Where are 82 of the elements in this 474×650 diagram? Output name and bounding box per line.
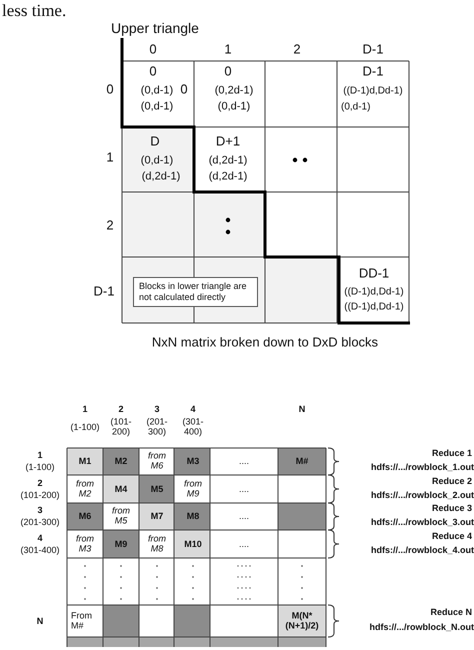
output-path: hdfs://.../rowblock_2.out bbox=[370, 490, 474, 500]
row-header: 1 bbox=[36, 450, 44, 460]
range-text: ((D-1)d,Dd-1) bbox=[343, 301, 405, 313]
row-header: 2 bbox=[36, 478, 44, 488]
cell-text: M8 bbox=[186, 510, 200, 522]
row-header: 4 bbox=[36, 532, 44, 544]
column-range: (301-400) bbox=[181, 416, 204, 438]
cell-text: from M5 bbox=[111, 506, 131, 526]
column-header: D-1 bbox=[362, 42, 384, 58]
block-number: D bbox=[149, 134, 161, 150]
output-path: hdfs://.../rowblock_3.out bbox=[370, 516, 474, 528]
cell-text: From M# bbox=[71, 610, 93, 632]
row-range: (1-100) bbox=[24, 462, 56, 472]
range-text: ((D-1)d,Dd-1) bbox=[342, 85, 404, 97]
cell-text: from M2 bbox=[75, 478, 95, 500]
reducer-name: Reduce 2 bbox=[430, 476, 472, 486]
column-range: (201-300) bbox=[145, 416, 168, 438]
reducer-name: Reduce 3 bbox=[430, 502, 472, 514]
column-header: N bbox=[298, 404, 306, 414]
ellipsis: .... bbox=[238, 510, 250, 522]
row-header: 0 bbox=[105, 82, 115, 98]
ellipsis: .... bbox=[238, 456, 250, 466]
row-range: (201-300) bbox=[19, 516, 61, 528]
column-header: 1 bbox=[223, 42, 233, 58]
cell-text: M(N* (N+1)/2) bbox=[284, 610, 320, 632]
column-header: 3 bbox=[153, 404, 160, 414]
cell-text: M3 bbox=[186, 456, 200, 466]
cell-text: from M9 bbox=[183, 478, 203, 500]
block-number: 0 bbox=[148, 64, 158, 80]
column-range: (1-100) bbox=[69, 422, 100, 432]
cell-text: M7 bbox=[150, 510, 164, 522]
output-path: hdfs://.../rowblock_1.out bbox=[370, 462, 474, 472]
block-number: D-1 bbox=[362, 64, 384, 80]
row-range: (301-400) bbox=[19, 544, 61, 556]
row-header: D-1 bbox=[92, 284, 116, 300]
range-text: (0,d-1) bbox=[140, 154, 174, 168]
range-text: (0,d-1) bbox=[216, 100, 252, 114]
column-header: 2 bbox=[117, 404, 124, 414]
body-text: less time. bbox=[2, 1, 68, 21]
row-header: N bbox=[36, 616, 44, 626]
column-header: 0 bbox=[148, 42, 158, 58]
cell-text: M2 bbox=[114, 456, 128, 466]
caption: NxN matrix broken down to DxD blocks bbox=[150, 336, 380, 350]
note-box: Blocks in lower triangle are not calculated directly bbox=[133, 277, 258, 307]
range-text: (d,2d-1) bbox=[208, 170, 248, 184]
cell-text: from M6 bbox=[147, 450, 167, 472]
ellipsis: .... bbox=[238, 538, 250, 550]
range-text: (d,2d-1) bbox=[140, 170, 182, 184]
cell-text: from M3 bbox=[75, 534, 95, 554]
row-header: 3 bbox=[36, 504, 44, 516]
column-header: 1 bbox=[81, 404, 88, 414]
output-path: hdfs://.../rowblock_4.out bbox=[370, 544, 474, 556]
block-number: 0 bbox=[223, 64, 233, 80]
range-text: (0,d-1) bbox=[140, 100, 174, 114]
block-number: 0 bbox=[179, 82, 189, 98]
range-text: (d,2d-1) bbox=[208, 154, 248, 168]
column-header: 2 bbox=[292, 42, 302, 58]
range-text: (0,d-1) bbox=[341, 101, 372, 113]
cell-text: M4 bbox=[114, 484, 128, 494]
reducer-name: Reduce 1 bbox=[430, 448, 472, 458]
column-range: (101-200) bbox=[109, 416, 132, 438]
output-path: hdfs://.../rowblock_N.out bbox=[368, 622, 474, 632]
cell-text: M1 bbox=[78, 456, 92, 466]
ellipsis: .... bbox=[238, 484, 250, 494]
reducer-name: Reduce N bbox=[429, 606, 472, 618]
range-text: (0,2d-1) bbox=[214, 84, 254, 98]
column-header: 4 bbox=[189, 404, 196, 414]
axis-title: Upper triangle bbox=[111, 20, 200, 36]
cell-text: M6 bbox=[78, 510, 92, 522]
cell-text: M# bbox=[294, 456, 310, 466]
cell-text: M9 bbox=[114, 538, 128, 550]
block-number: D+1 bbox=[214, 134, 242, 150]
cell-text: M5 bbox=[150, 484, 164, 494]
row-header: 1 bbox=[105, 150, 115, 166]
reducer-name: Reduce 4 bbox=[430, 530, 472, 542]
cell-text: from M8 bbox=[147, 534, 167, 554]
row-header: 2 bbox=[105, 218, 115, 234]
range-text: (0,d-1) bbox=[140, 84, 174, 98]
block-number: DD-1 bbox=[358, 266, 390, 282]
range-text: ((D-1)d,Dd-1) bbox=[343, 286, 405, 298]
cell-text: M10 bbox=[183, 538, 203, 550]
row-range: (101-200) bbox=[19, 490, 61, 500]
